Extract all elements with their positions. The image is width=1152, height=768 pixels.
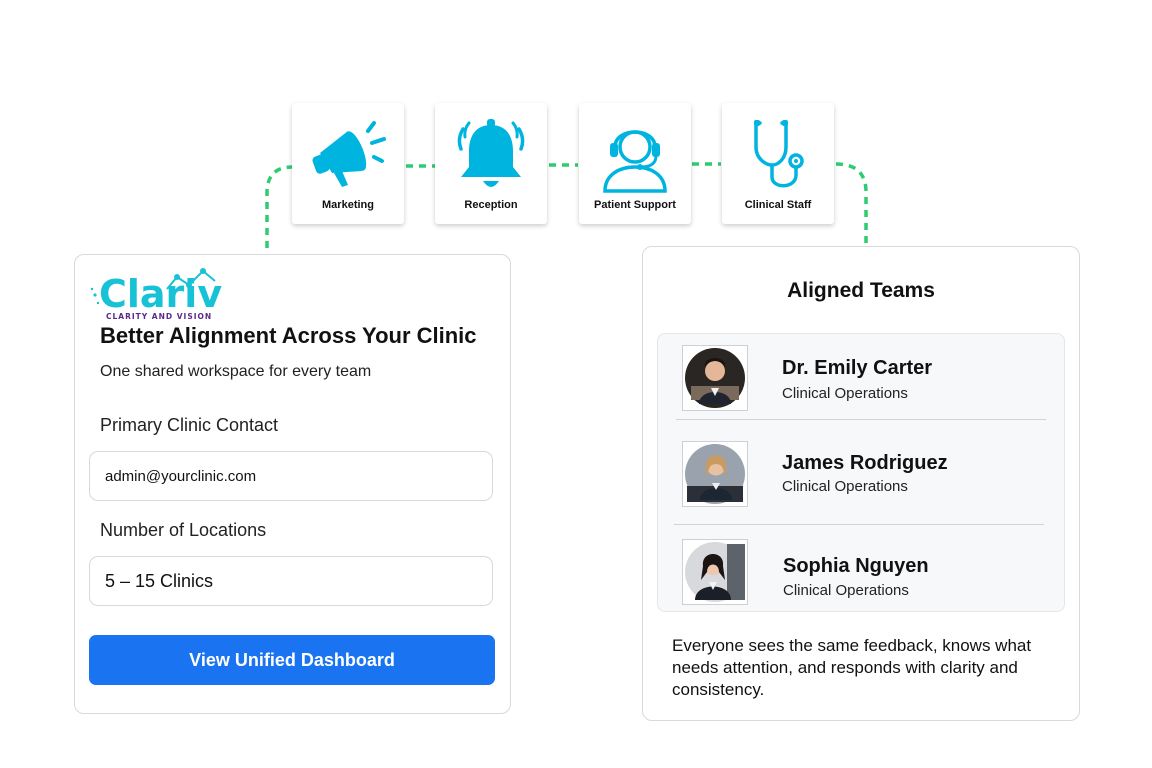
divider xyxy=(674,524,1044,525)
avatar xyxy=(682,539,748,605)
stethoscope-icon xyxy=(754,120,804,188)
member-role: Clinical Operations xyxy=(782,478,908,495)
avatar xyxy=(682,441,748,507)
avatar xyxy=(682,345,748,411)
team-tile-reception[interactable]: Reception xyxy=(435,103,547,224)
team-tile-clinical-staff[interactable]: Clinical Staff xyxy=(722,103,834,224)
member-role: Clinical Operations xyxy=(783,582,909,599)
member-name: Sophia Nguyen xyxy=(783,555,929,577)
form-title: Better Alignment Across Your Clinic xyxy=(100,323,477,348)
aligned-summary: Everyone sees the same feedback, knows w… xyxy=(672,636,1032,699)
bell-icon xyxy=(457,119,525,187)
logo-wordmark: Clariv xyxy=(99,272,222,316)
team-label: Reception xyxy=(464,199,518,211)
member-role: Clinical Operations xyxy=(782,385,908,402)
member-name: James Rodriguez xyxy=(782,452,948,474)
team-label: Marketing xyxy=(322,199,374,211)
member-name: Dr. Emily Carter xyxy=(782,357,933,379)
team-member-row[interactable]: Sophia Nguyen Clinical Operations xyxy=(658,528,1064,618)
contact-email-input[interactable]: admin@yourclinic.com xyxy=(89,451,493,501)
aligned-teams-title: Aligned Teams xyxy=(787,279,935,302)
contact-email-value: admin@yourclinic.com xyxy=(105,467,257,485)
view-dashboard-button[interactable]: View Unified Dashboard xyxy=(89,635,495,685)
form-subtitle: One shared workspace for every team xyxy=(100,363,372,380)
logo-tagline: CLARITY AND VISION xyxy=(106,312,212,321)
clariv-logo: Clariv CLARITY AND VISION xyxy=(90,268,222,321)
team-member-list: Dr. Emily Carter Clinical Operations Jam… xyxy=(657,333,1065,612)
clinic-form-card: Clariv CLARITY AND VISION Better Alignme… xyxy=(74,254,511,714)
team-tile-marketing[interactable]: Marketing xyxy=(292,103,404,224)
team-member-row[interactable]: James Rodriguez Clinical Operations xyxy=(658,430,1064,520)
divider xyxy=(676,419,1046,420)
aligned-teams-card: Aligned Teams Dr. Emily Carter Clinical … xyxy=(642,246,1080,721)
team-label: Patient Support xyxy=(594,199,676,211)
team-member-row[interactable]: Dr. Emily Carter Clinical Operations xyxy=(658,334,1064,424)
headset-icon xyxy=(603,130,667,193)
locations-label: Number of Locations xyxy=(100,520,267,540)
team-label: Clinical Staff xyxy=(744,199,812,211)
team-tile-patient-support[interactable]: Patient Support xyxy=(579,103,691,224)
locations-value: 5 – 15 Clinics xyxy=(105,570,214,591)
megaphone-icon xyxy=(312,121,386,187)
locations-select[interactable]: 5 – 15 Clinics xyxy=(89,556,493,606)
contact-label: Primary Clinic Contact xyxy=(100,415,279,435)
